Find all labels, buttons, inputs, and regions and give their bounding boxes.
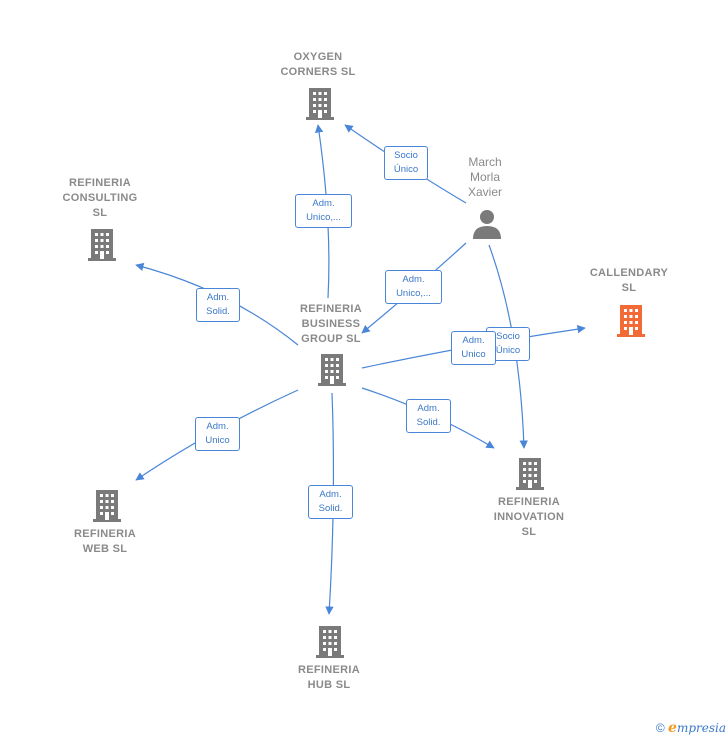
- person-icon: [473, 210, 501, 239]
- building-icon: [93, 490, 121, 522]
- person-label[interactable]: March Morla Xavier: [467, 155, 503, 199]
- copyright-icon: ©: [655, 721, 665, 735]
- node-label-callendary[interactable]: CALLENDARY SL: [589, 267, 669, 294]
- node-label-refineria-hub[interactable]: REFINERIA HUB SL: [298, 664, 360, 691]
- node-label-refineria-business-group[interactable]: REFINERIA BUSINESS GROUP SL: [300, 303, 362, 345]
- edge-label-socio-unico[interactable]: Socio Único: [384, 146, 428, 180]
- edge-label-adm-solid[interactable]: Adm. Solid.: [308, 485, 353, 519]
- node-label-oxygen-corners[interactable]: OXYGEN CORNERS SL: [280, 51, 356, 78]
- edge-label-adm-unico[interactable]: Adm. Unico: [451, 331, 496, 365]
- node-label-refineria-innovation[interactable]: REFINERIA INNOVATION SL: [493, 496, 565, 538]
- node-label-refineria-consulting[interactable]: REFINERIA CONSULTING SL: [62, 177, 138, 219]
- edge-label-adm-unico[interactable]: Adm. Unico,...: [385, 270, 442, 304]
- edge-label-adm-unico[interactable]: Adm. Unico,...: [295, 194, 352, 228]
- edge-label-adm-solid[interactable]: Adm. Solid.: [196, 288, 240, 322]
- building-icon-highlighted: [617, 305, 645, 337]
- node-label-refineria-web[interactable]: REFINERIA WEB SL: [74, 528, 136, 555]
- building-icon: [306, 88, 334, 120]
- building-icon: [516, 458, 544, 490]
- footer-watermark: © empresia: [656, 720, 726, 736]
- brand-name: mpresia: [676, 721, 726, 735]
- building-icon: [318, 354, 346, 386]
- edge-label-adm-unico[interactable]: Adm. Unico: [195, 417, 240, 451]
- building-icon: [88, 229, 116, 261]
- building-icon: [316, 626, 344, 658]
- brand-logo-e: e: [668, 720, 677, 736]
- edge-label-adm-solid[interactable]: Adm. Solid.: [406, 399, 451, 433]
